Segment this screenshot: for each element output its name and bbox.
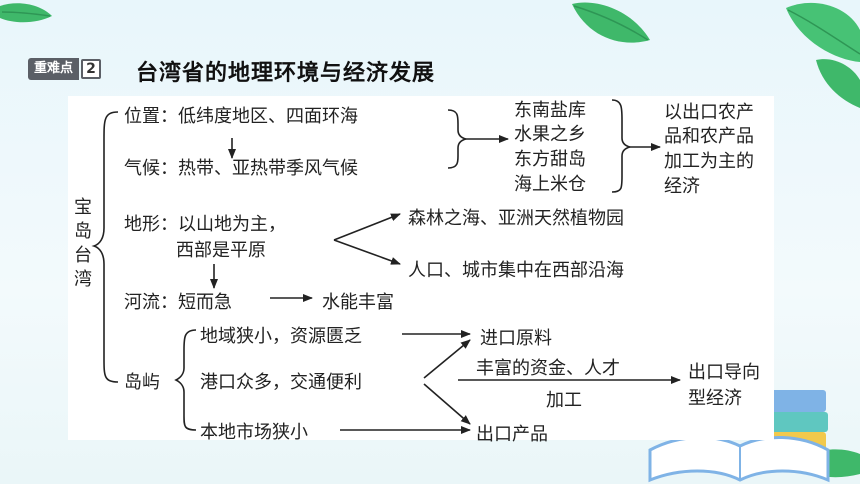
island-item-market: 本地市场狭小 xyxy=(200,422,308,443)
concept-diagram xyxy=(68,96,774,440)
capital-talent-text: 丰富的资金、人才 xyxy=(476,358,620,379)
island-text: 岛屿 xyxy=(124,372,160,393)
arrow-ports-to-import xyxy=(423,339,471,379)
key-point-badge: 重难点 2 xyxy=(28,58,102,80)
agri-line: 以出口农产 xyxy=(664,102,754,123)
leaf-decoration-top-right-icon xyxy=(786,2,860,108)
arrow-to-forest xyxy=(333,213,401,241)
leaf-decoration-top-center-icon xyxy=(572,2,650,43)
hydropower-text: 水能丰富 xyxy=(322,292,394,313)
nickname-item: 水果之乡 xyxy=(514,124,586,145)
nickname-item: 东南盐库 xyxy=(514,100,586,121)
badge-number: 2 xyxy=(81,59,102,79)
river-text: 河流：短而急 xyxy=(124,292,232,313)
leaf-decoration-top-left-icon xyxy=(0,3,52,23)
agri-line: 品和农产品 xyxy=(664,126,754,147)
processing-text: 加工 xyxy=(546,390,582,411)
terrain-text-line2: 西部是平原 xyxy=(176,240,266,261)
island-brace xyxy=(174,329,197,431)
arrow-ports-to-export xyxy=(423,383,471,425)
population-text: 人口、城市集中在西部沿海 xyxy=(408,260,624,281)
books-decoration-icon xyxy=(648,390,830,483)
location-climate-brace xyxy=(447,109,467,169)
badge-label: 重难点 xyxy=(28,58,80,80)
page-title: 台湾省的地理环境与经济发展 xyxy=(136,61,436,86)
agri-line: 加工为主的 xyxy=(664,151,754,172)
terrain-text-line1: 地形：以山地为主， xyxy=(124,214,286,235)
export-economy-line: 型经济 xyxy=(688,388,742,409)
island-item-ports: 港口众多，交通便利 xyxy=(200,372,362,393)
root-label: 宝岛台湾 xyxy=(74,197,92,290)
export-products-text: 出口产品 xyxy=(476,424,548,445)
climate-text: 气候：热带、亚热带季风气候 xyxy=(124,158,358,179)
forest-text: 森林之海、亚洲天然植物园 xyxy=(408,208,624,229)
arrow-to-population xyxy=(333,239,401,265)
nicknames-brace xyxy=(611,99,631,193)
nickname-item: 东方甜岛 xyxy=(514,149,586,170)
island-item-resources: 地域狭小，资源匮乏 xyxy=(200,326,362,347)
nickname-item: 海上米仓 xyxy=(514,174,586,195)
agri-line: 经济 xyxy=(664,176,700,197)
export-economy-line: 出口导向 xyxy=(688,362,760,383)
position-text: 位置：低纬度地区、四面环海 xyxy=(124,106,358,127)
root-brace xyxy=(91,111,119,383)
import-materials-text: 进口原料 xyxy=(480,328,552,349)
